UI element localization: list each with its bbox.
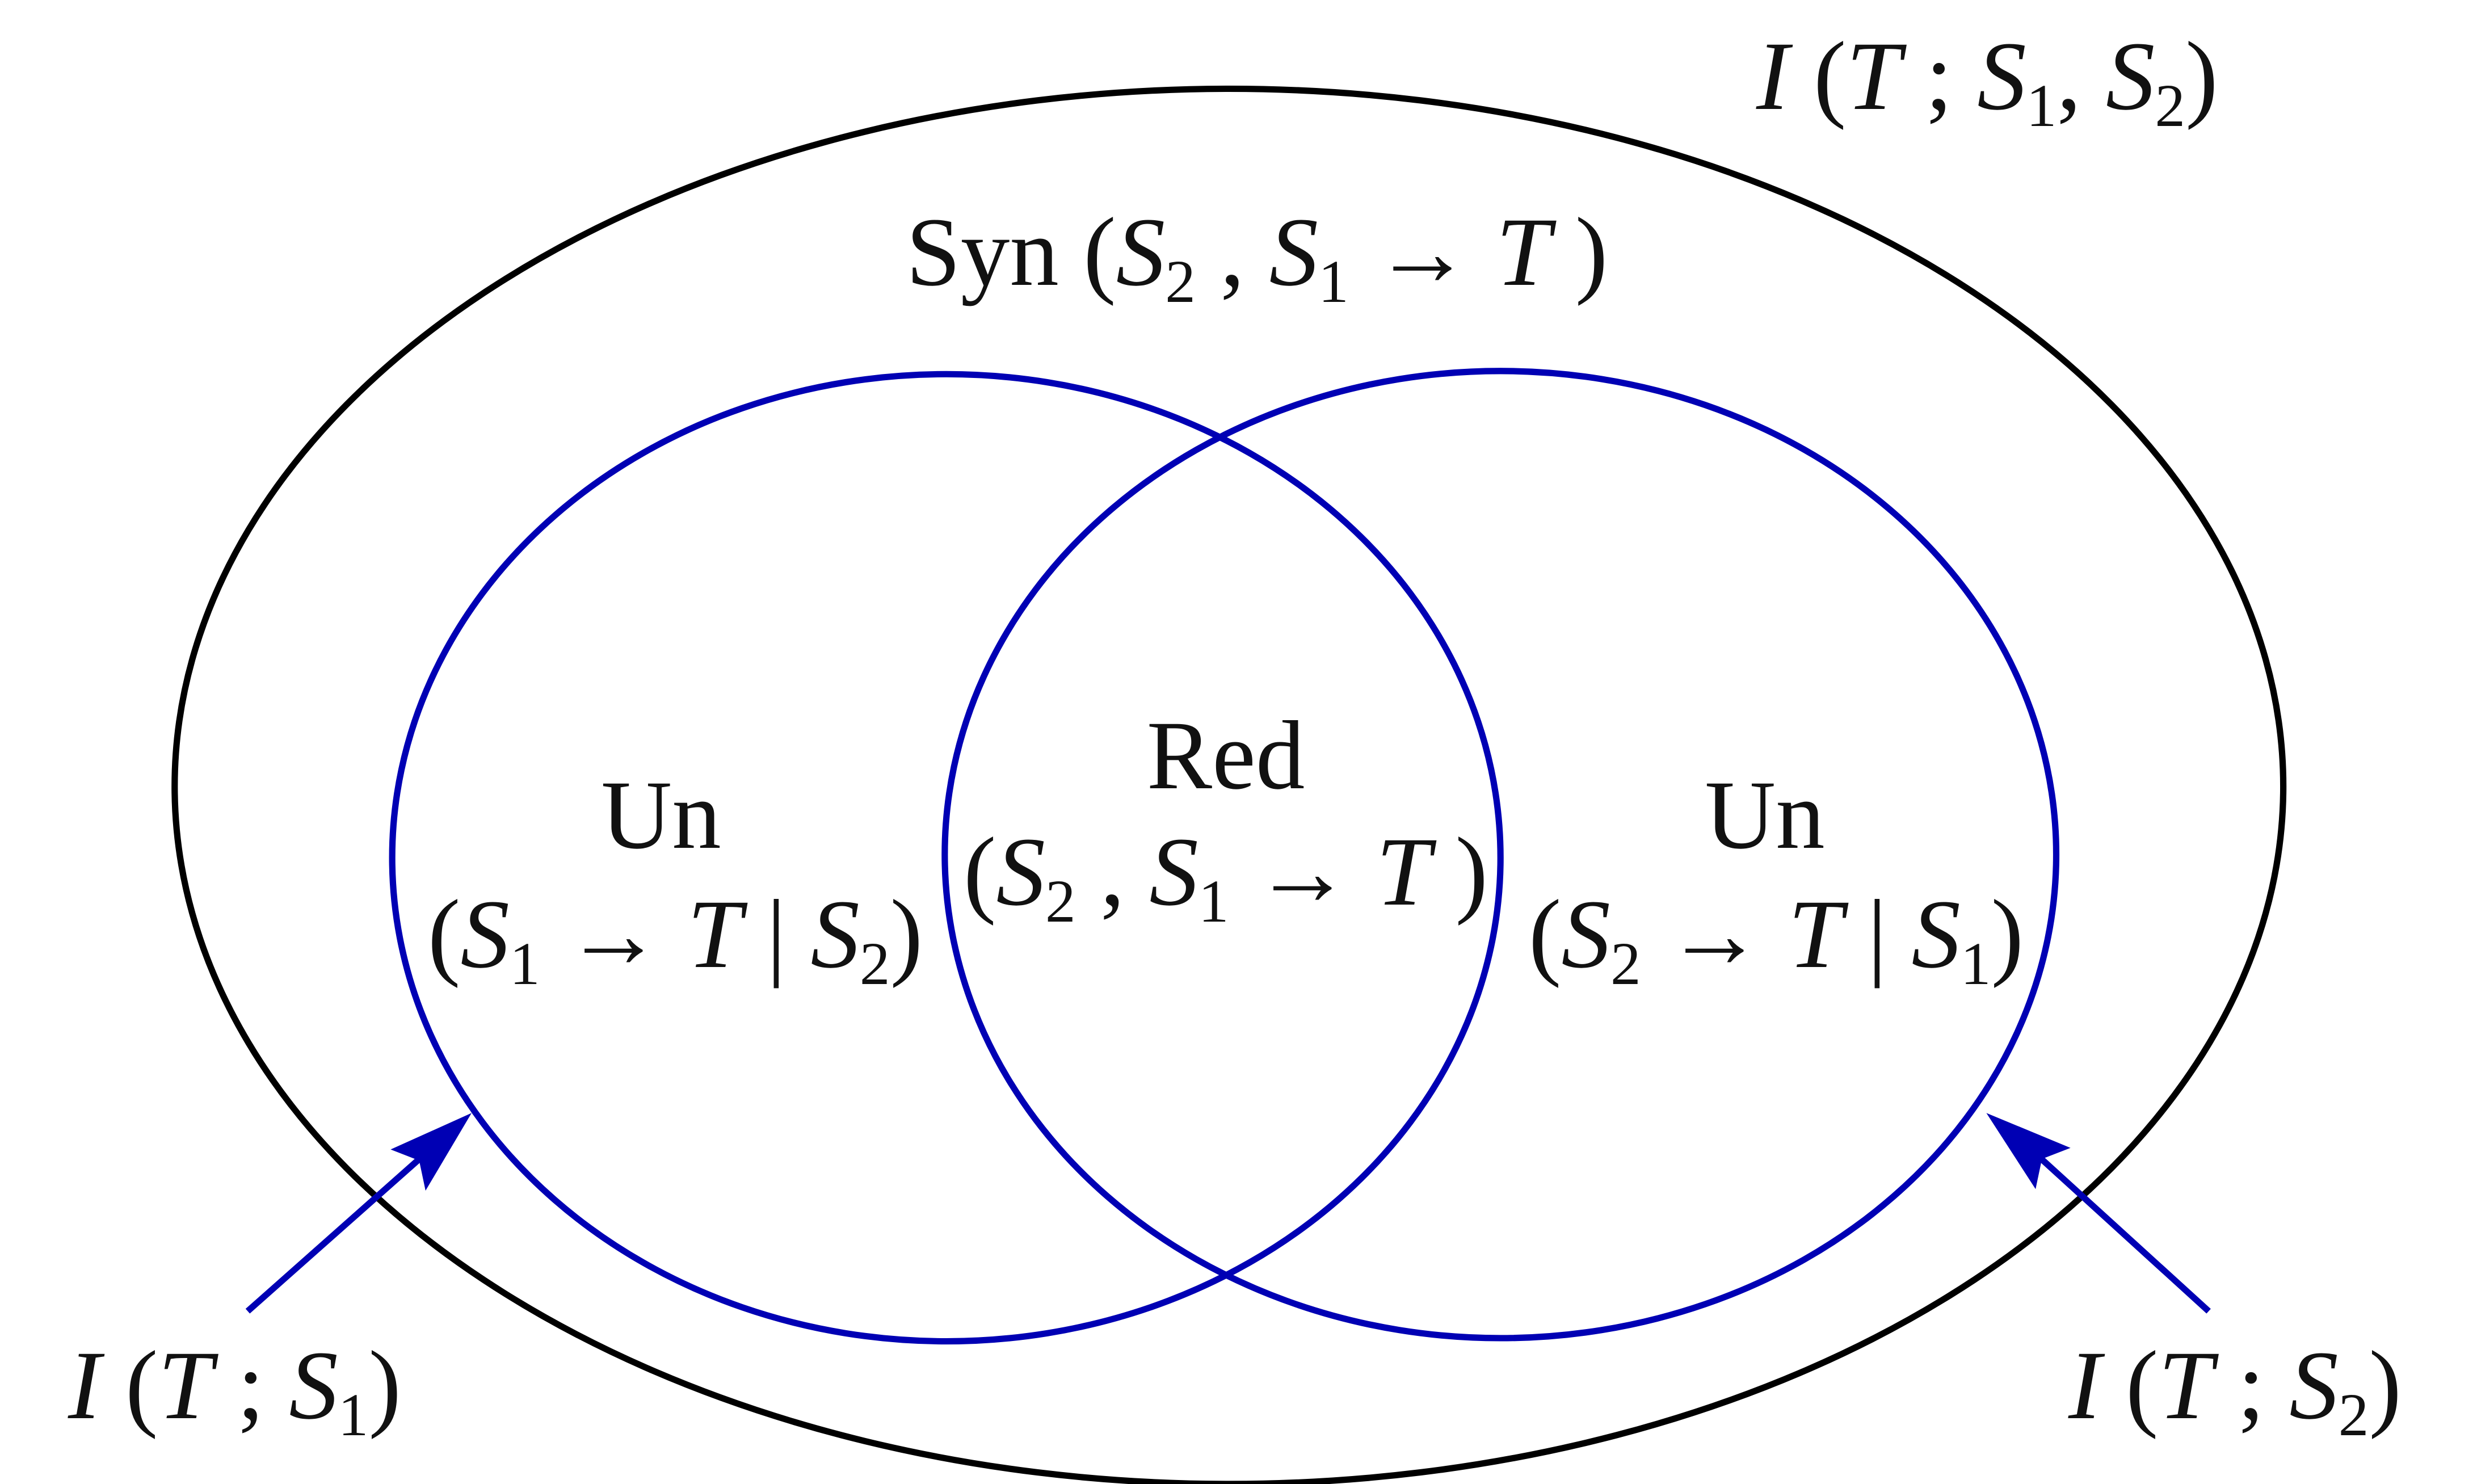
syn-comma: , (1220, 198, 1245, 306)
left-circle-label-close: ) (368, 1331, 402, 1440)
un-left-sub-b: 2 (859, 930, 890, 998)
right-arrow-head (1986, 1113, 2071, 1189)
right-circle-s2 (941, 368, 2060, 1342)
outer-label: I (T ; S1, S2) (1756, 27, 2218, 136)
un-right-open: ( (1528, 880, 1562, 989)
un-right-sub-a: 2 (1610, 930, 1641, 998)
un-right-word-text: Un (1705, 761, 1825, 869)
un-right-bar: | (1867, 880, 1887, 989)
outer-label-T: T (1846, 22, 1901, 131)
left-circle-label-semi: ; (237, 1331, 265, 1440)
un-left-bar: | (766, 880, 787, 989)
red-S-a: S (996, 818, 1046, 926)
syn-S-b: S (1269, 198, 1319, 306)
red-T: T (1376, 818, 1431, 926)
left-circle-label-S: S (289, 1331, 338, 1440)
left-circle-label: I (T ; S1) (68, 1336, 401, 1445)
syn-arrow: → (1373, 198, 1471, 306)
red-label: (S2 , S1 → T ) (964, 823, 1488, 932)
red-word: Red (1147, 707, 1305, 805)
outer-label-sub2: 2 (2155, 72, 2186, 140)
outer-label-S2: S (2105, 22, 2155, 131)
left-circle-label-sub: 1 (338, 1381, 369, 1449)
un-right-sub-b: 1 (1960, 930, 1991, 998)
outer-ellipse-joint-information (171, 86, 2286, 1484)
left-circle-label-open: ( (125, 1331, 158, 1440)
outer-label-close: ) (2185, 22, 2218, 131)
outer-label-semi: ; (1925, 22, 1953, 131)
red-sub-a: 2 (1045, 868, 1076, 936)
left-circle-label-T: T (158, 1331, 213, 1440)
syn-label: Syn (S2 , S1 → T ) (906, 203, 1608, 312)
un-left-S-a: S (460, 880, 510, 989)
red-arrow: → (1253, 818, 1352, 926)
right-circle-label-S: S (2289, 1331, 2339, 1440)
right-circle-label-I: I (2068, 1331, 2101, 1440)
red-close: ) (1455, 818, 1488, 926)
syn-sub-a: 2 (1165, 248, 1196, 316)
outer-label-I: I (1756, 22, 1789, 131)
un-left-sub-a: 1 (509, 930, 540, 998)
right-arrow-shaft (2027, 1145, 2211, 1314)
left-arrow-shaft (245, 1145, 434, 1314)
syn-close: ) (1575, 198, 1608, 306)
red-word-text: Red (1146, 701, 1305, 810)
right-circle-label: I (T ; S2) (2068, 1336, 2402, 1445)
syn-open: ( (1083, 198, 1116, 306)
right-circle-label-close: ) (2369, 1331, 2402, 1440)
red-open: ( (963, 818, 996, 926)
syn-S-a: S (1116, 198, 1166, 306)
outer-label-S1: S (1977, 22, 2026, 131)
left-circle-s1 (389, 371, 1504, 1345)
syn-sub-b: 1 (1318, 248, 1349, 316)
right-circle-label-T: T (2158, 1331, 2213, 1440)
un-right-close: ) (1991, 880, 2024, 989)
syn-word: Syn (906, 198, 1059, 306)
left-circle-label-I: I (68, 1331, 101, 1440)
outer-label-comma: , (2057, 22, 2081, 131)
un-left-arrow: → (564, 880, 663, 989)
un-left-close: ) (890, 880, 923, 989)
un-right-arrow: → (1665, 880, 1764, 989)
right-circle-label-open: ( (2125, 1331, 2159, 1440)
syn-T: T (1496, 198, 1551, 306)
un-right-label: (S2 → T | S1) (1529, 885, 2024, 994)
un-right-S-b: S (1911, 880, 1961, 989)
un-left-label: (S1 → T | S2) (428, 885, 923, 994)
red-comma: , (1100, 818, 1125, 926)
left-arrow-head (390, 1113, 472, 1191)
right-circle-label-semi: ; (2237, 1331, 2265, 1440)
right-circle-label-sub: 2 (2338, 1381, 2369, 1449)
outer-label-sub1: 1 (2026, 72, 2057, 140)
un-left-word: Un (601, 766, 721, 864)
un-right-T: T (1788, 880, 1843, 989)
red-S-b: S (1149, 818, 1198, 926)
un-left-open: ( (427, 880, 461, 989)
un-left-T: T (687, 880, 742, 989)
un-right-word: Un (1705, 766, 1824, 864)
un-left-S-b: S (810, 880, 860, 989)
red-sub-b: 1 (1198, 868, 1229, 936)
outer-label-open: ( (1813, 22, 1847, 131)
un-left-word-text: Un (601, 761, 721, 869)
un-right-S-a: S (1561, 880, 1610, 989)
